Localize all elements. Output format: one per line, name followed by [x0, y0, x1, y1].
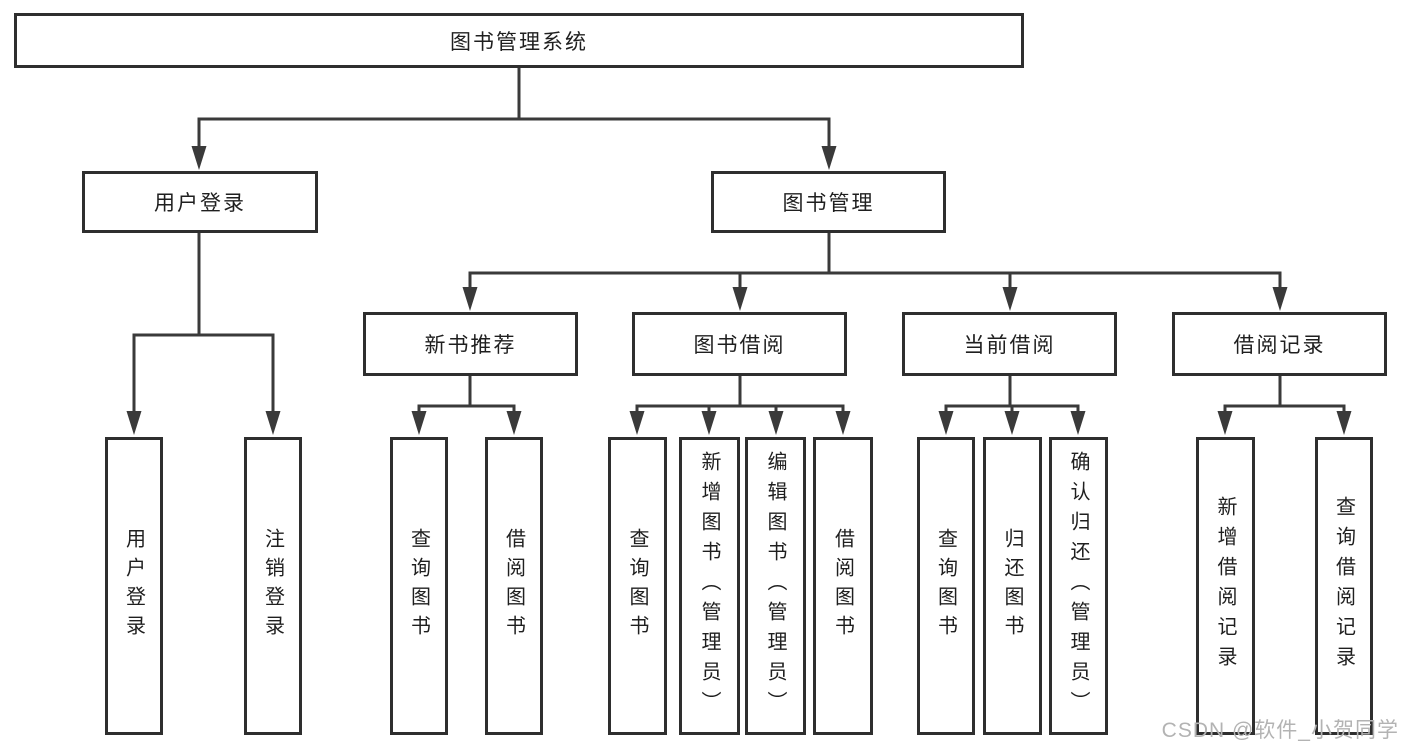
leaf-add-books-admin: 新增图书（管理员）: [679, 437, 740, 735]
leaf-add-borrow-record-label: 新增借阅记录: [1214, 496, 1236, 676]
leaf-add-books-admin-label: 新增图书（管理员）: [698, 451, 720, 721]
watermark: CSDN @软件_小贺同学: [1161, 719, 1399, 742]
leaf-borrow-books-borrowing: 借阅图书: [813, 437, 873, 735]
leaf-return-books: 归还图书: [983, 437, 1042, 735]
leaf-user-login-label: 用户登录: [122, 528, 145, 644]
leaf-confirm-return-admin: 确认归还（管理员）: [1049, 437, 1108, 735]
leaf-borrow-books-recommend-label: 借阅图书: [502, 528, 525, 644]
connector-stems: [132, 66, 1346, 412]
node-new-book-recommendation: 新书推荐: [363, 312, 578, 376]
node-user-login: 用户登录: [82, 171, 318, 233]
leaf-add-borrow-record: 新增借阅记录: [1196, 437, 1255, 735]
leaf-query-books-recommend-label: 查询图书: [407, 528, 430, 644]
leaf-query-borrow-record-label: 查询借阅记录: [1332, 496, 1355, 676]
node-borrowing-records: 借阅记录: [1172, 312, 1387, 376]
leaf-query-books-current-label: 查询图书: [934, 528, 957, 644]
leaf-borrow-books-borrowing-label: 借阅图书: [831, 528, 854, 644]
leaf-query-books-recommend: 查询图书: [390, 437, 448, 735]
node-book-borrowing: 图书借阅: [632, 312, 847, 376]
node-library-management-system: 图书管理系统: [14, 13, 1024, 68]
leaf-edit-books-admin-label: 编辑图书（管理员）: [764, 451, 786, 721]
leaf-user-login: 用户登录: [105, 437, 163, 735]
node-current-borrowing: 当前借阅: [902, 312, 1117, 376]
leaf-query-books-borrowing: 查询图书: [608, 437, 667, 735]
leaf-query-borrow-record: 查询借阅记录: [1315, 437, 1373, 735]
leaf-logout: 注销登录: [244, 437, 302, 735]
leaf-query-books-current: 查询图书: [917, 437, 975, 735]
leaf-logout-label: 注销登录: [261, 528, 284, 644]
node-book-management: 图书管理: [711, 171, 946, 233]
leaf-query-books-borrowing-label: 查询图书: [626, 528, 648, 644]
leaf-borrow-books-recommend: 借阅图书: [485, 437, 543, 735]
leaf-return-books-label: 归还图书: [1001, 528, 1023, 644]
leaf-confirm-return-admin-label: 确认归还（管理员）: [1067, 451, 1089, 721]
leaf-edit-books-admin: 编辑图书（管理员）: [745, 437, 806, 735]
arrowheads: [126, 146, 1352, 435]
